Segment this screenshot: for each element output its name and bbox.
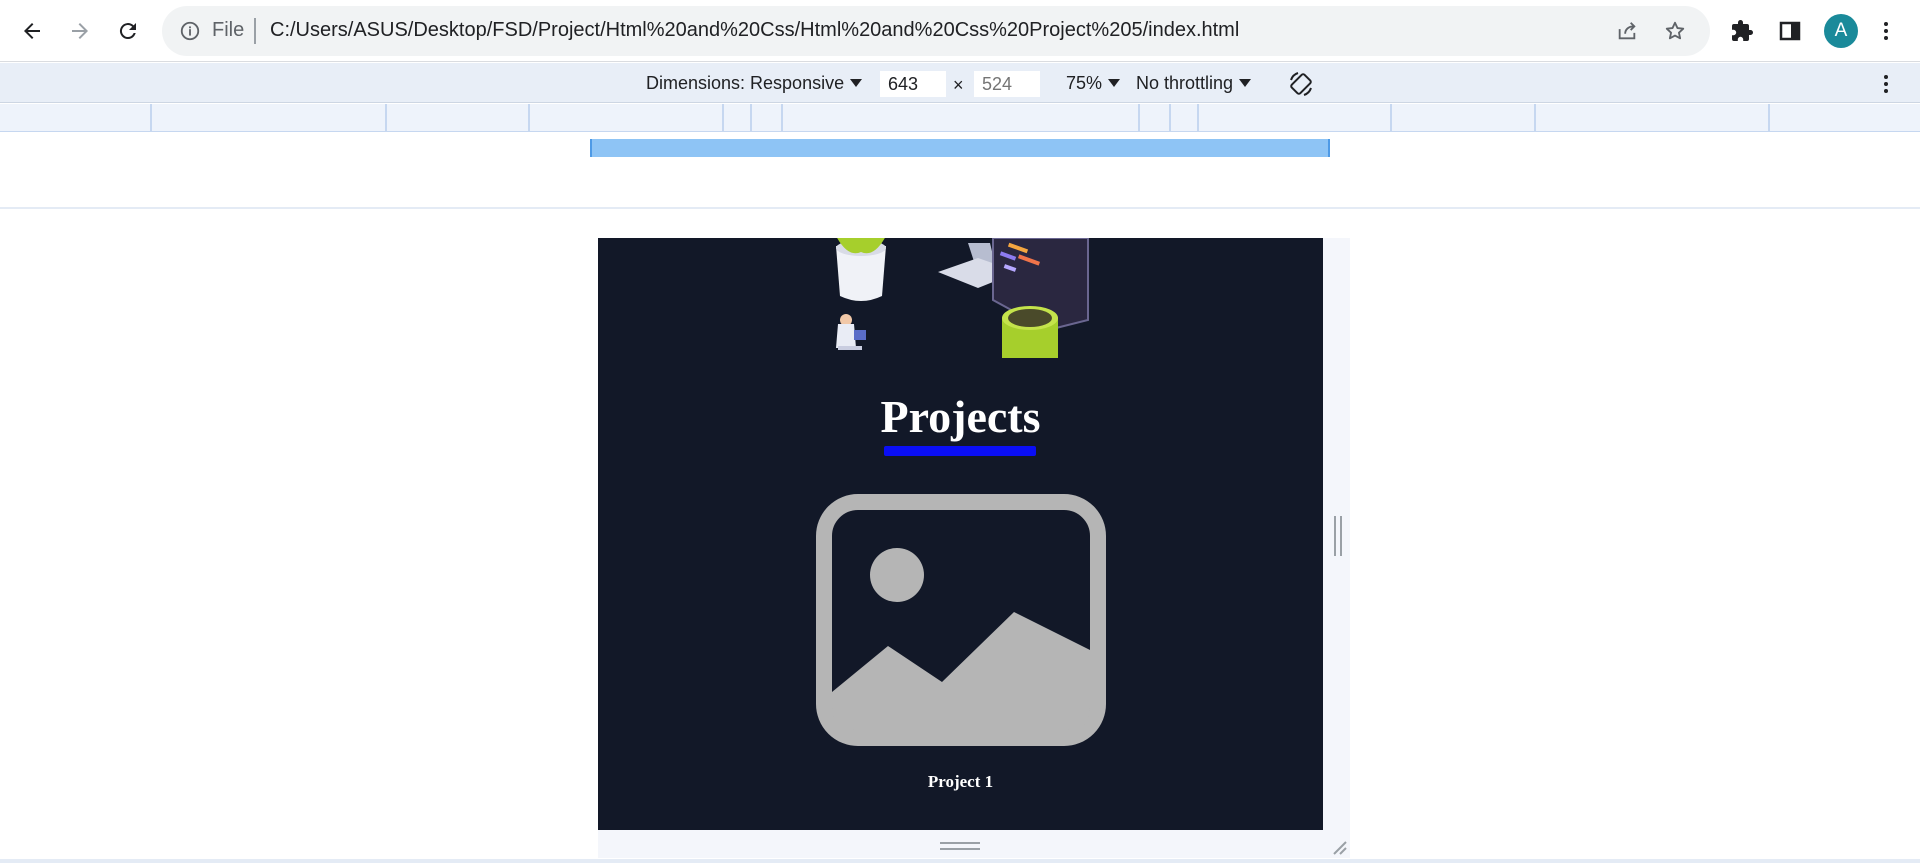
- bookmark-button[interactable]: [1662, 18, 1688, 44]
- media-query-marker[interactable]: [781, 104, 783, 132]
- viewport-width-handle[interactable]: [1334, 516, 1342, 556]
- extensions-button[interactable]: [1722, 11, 1762, 51]
- throttling-label: No throttling: [1136, 73, 1234, 93]
- media-query-marker[interactable]: [528, 104, 530, 132]
- kebab-menu-icon: [1884, 22, 1888, 40]
- throttling-dropdown[interactable]: No throttling: [1136, 73, 1252, 94]
- forward-arrow-icon: [72, 23, 88, 39]
- caret-down-icon: [850, 79, 863, 87]
- share-icon: [1618, 22, 1636, 40]
- viewport-bottom-border: [0, 859, 1920, 863]
- page-title: Projects: [880, 391, 1041, 442]
- rotate-icon: [1290, 72, 1312, 96]
- developer-illustration: [836, 238, 1089, 358]
- caret-down-icon: [1108, 79, 1121, 87]
- media-query-bar: [0, 133, 1920, 209]
- times-symbol: ×: [953, 75, 964, 95]
- device-toolbar: Dimensions: Responsive × 75% No throttli…: [0, 63, 1920, 103]
- zoom-label: 75%: [1066, 73, 1103, 93]
- media-query-marker[interactable]: [1169, 104, 1171, 132]
- image-placeholder-icon[interactable]: [816, 494, 1106, 746]
- reload-button[interactable]: [108, 11, 148, 51]
- reload-icon: [119, 23, 136, 40]
- back-button[interactable]: [12, 11, 52, 51]
- dimensions-label: Dimensions: Responsive: [646, 73, 845, 93]
- title-underline: [884, 446, 1036, 456]
- zoom-dropdown[interactable]: 75%: [1066, 73, 1121, 94]
- media-query-marker[interactable]: [150, 104, 152, 132]
- dimensions-dropdown[interactable]: Dimensions: Responsive: [646, 73, 863, 94]
- media-query-marker[interactable]: [1534, 104, 1536, 132]
- viewport-height-handle[interactable]: [940, 842, 980, 850]
- rotate-button[interactable]: [1286, 69, 1316, 99]
- info-icon: [180, 21, 200, 41]
- browser-toolbar: File C:/Users/ASUS/Desktop/FSD/Project/H…: [0, 0, 1920, 62]
- forward-button[interactable]: [60, 11, 100, 51]
- active-media-query[interactable]: [590, 139, 1330, 157]
- star-icon: [1665, 21, 1685, 40]
- project-label: Project 1: [927, 772, 994, 791]
- puzzle-icon: [1732, 20, 1753, 41]
- side-panel-icon: [1779, 21, 1801, 41]
- media-query-marker[interactable]: [750, 104, 752, 132]
- url-text[interactable]: C:/Users/ASUS/Desktop/FSD/Project/Html%2…: [270, 19, 1240, 41]
- share-button[interactable]: [1614, 18, 1640, 44]
- profile-avatar[interactable]: A: [1824, 14, 1858, 48]
- back-arrow-icon: [24, 23, 40, 39]
- media-query-marker[interactable]: [1138, 104, 1140, 132]
- media-query-marker[interactable]: [1390, 104, 1392, 132]
- scheme-label: File: [212, 19, 245, 41]
- media-query-marker[interactable]: [385, 104, 387, 132]
- caret-down-icon: [1239, 79, 1252, 87]
- media-query-marker[interactable]: [1197, 104, 1199, 132]
- width-input[interactable]: [880, 71, 946, 97]
- device-viewport: Projects Project 1: [598, 238, 1323, 830]
- resize-corner-icon[interactable]: [1328, 836, 1348, 856]
- media-query-marker[interactable]: [1768, 104, 1770, 132]
- kebab-menu-icon: [1884, 75, 1888, 93]
- address-bar[interactable]: File C:/Users/ASUS/Desktop/FSD/Project/H…: [162, 6, 1710, 56]
- browser-menu-button[interactable]: [1866, 11, 1906, 51]
- omnibox-divider: [254, 18, 256, 44]
- side-panel-button[interactable]: [1770, 11, 1810, 51]
- device-toolbar-more-button[interactable]: [1874, 69, 1898, 99]
- site-info-button[interactable]: [178, 19, 202, 43]
- media-query-marker[interactable]: [722, 104, 724, 132]
- media-query-ruler[interactable]: [0, 104, 1920, 132]
- height-input[interactable]: [974, 71, 1040, 97]
